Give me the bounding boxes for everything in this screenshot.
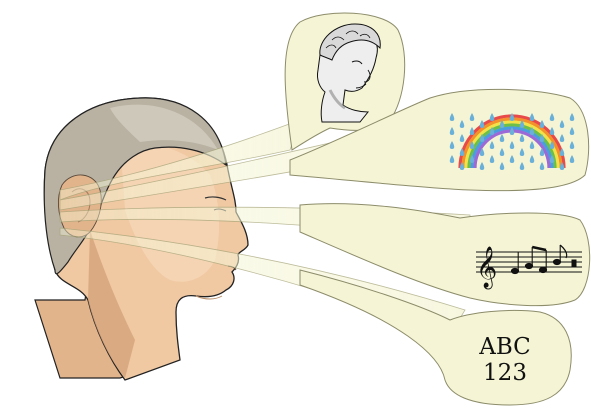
text-bubble-line2: 123 bbox=[450, 360, 560, 386]
text-bubble-line1: ABC bbox=[450, 334, 560, 360]
treble-clef-icon: 𝄞 bbox=[476, 246, 497, 289]
letters-numbers-icon: ABC 123 bbox=[450, 334, 560, 386]
